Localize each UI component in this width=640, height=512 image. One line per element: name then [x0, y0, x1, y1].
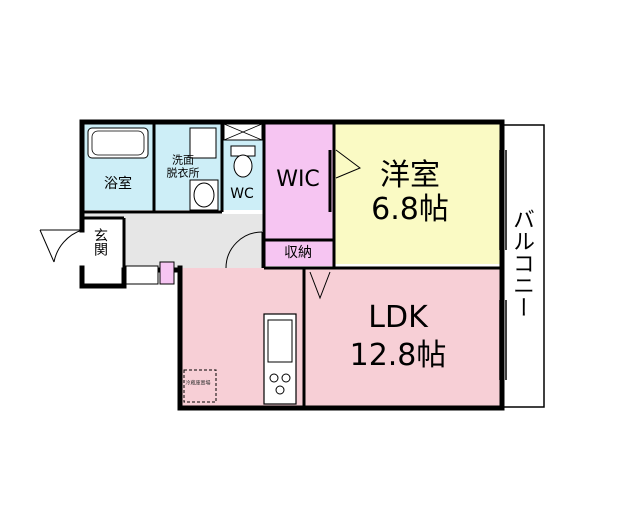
vanity — [189, 179, 219, 211]
shoe-cabinet — [125, 265, 159, 285]
interior-walls — [84, 124, 500, 406]
wic-label: WIC — [276, 167, 320, 192]
wc-label: WC — [230, 186, 254, 202]
fridge-spot — [183, 369, 217, 403]
balcony-label: バルコニー — [509, 208, 534, 318]
western-room — [334, 124, 500, 264]
washroom-label-line1: 洗面 — [172, 153, 194, 167]
entrance-floor — [84, 218, 124, 284]
shoe-cabinet-2 — [159, 261, 175, 285]
stove-burner-2 — [281, 373, 291, 383]
vanity-bowl — [193, 182, 215, 208]
ldk-name: LDK — [368, 300, 428, 335]
stove-burner-3 — [275, 385, 285, 395]
bath-label: 浴室 — [104, 176, 132, 192]
washroom-label-line2: 脱衣所 — [166, 166, 200, 180]
washer-space — [189, 127, 217, 159]
bathtub — [87, 127, 149, 159]
kitchen-sink — [267, 319, 293, 363]
appliance-spot-label: 冷蔵庫置場 — [185, 380, 211, 387]
western-room-size: 6.8帖 — [371, 192, 449, 227]
bathtub-inner — [91, 130, 145, 156]
entrance-label: 玄関 — [92, 228, 108, 256]
western-room-name: 洋室 — [380, 158, 440, 193]
balcony — [501, 124, 545, 408]
toilet-bowl — [233, 154, 253, 178]
storage-label: 収納 — [284, 245, 312, 261]
storage-room — [264, 240, 334, 266]
wic-room — [264, 124, 334, 240]
windows — [499, 150, 507, 380]
ldk-size: 12.8帖 — [349, 338, 447, 373]
stove-burner-1 — [269, 373, 279, 383]
ldk-room — [180, 268, 500, 406]
doors — [39, 149, 361, 300]
